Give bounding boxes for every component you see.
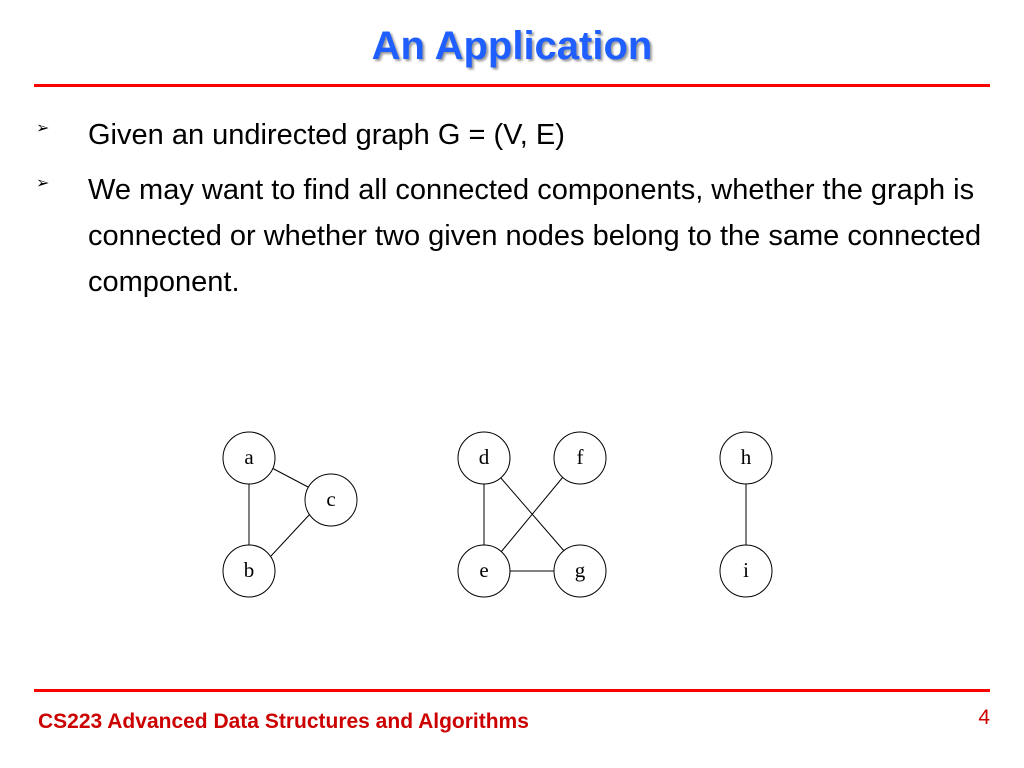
node-label-a: a — [244, 445, 254, 469]
node-label-h: h — [741, 445, 752, 469]
node-label-c: c — [326, 487, 335, 511]
top-divider — [34, 84, 990, 87]
slide-title: An Application — [371, 24, 653, 68]
node-i — [719, 544, 773, 598]
node-label-b: b — [244, 558, 255, 582]
node-label-f: f — [577, 445, 584, 469]
node-label-g: g — [575, 558, 586, 582]
edge-e-f — [500, 476, 564, 553]
node-label-e: e — [479, 558, 488, 582]
page-number: 4 — [978, 706, 990, 729]
node-a — [222, 431, 276, 485]
node-d — [457, 431, 511, 485]
node-f — [553, 431, 607, 485]
node-e — [457, 544, 511, 598]
node-label-d: d — [479, 445, 490, 469]
node-b — [222, 544, 276, 598]
node-label-i: i — [743, 558, 749, 582]
bullet-text: We may want to find all connected compon… — [88, 174, 982, 298]
edge-a-c — [271, 467, 309, 488]
bullet-text: Given an undirected graph G = (V, E) — [88, 119, 565, 151]
arrow-bullet-icon: ➢ — [36, 173, 50, 192]
node-g — [553, 544, 607, 598]
node-h — [719, 431, 773, 485]
footer-course-title: CS223 Advanced Data Structures and Algor… — [38, 710, 529, 733]
node-c — [304, 473, 358, 527]
arrow-bullet-icon: ➢ — [36, 118, 50, 137]
edge-b-c — [270, 513, 311, 557]
bottom-divider — [34, 689, 990, 692]
